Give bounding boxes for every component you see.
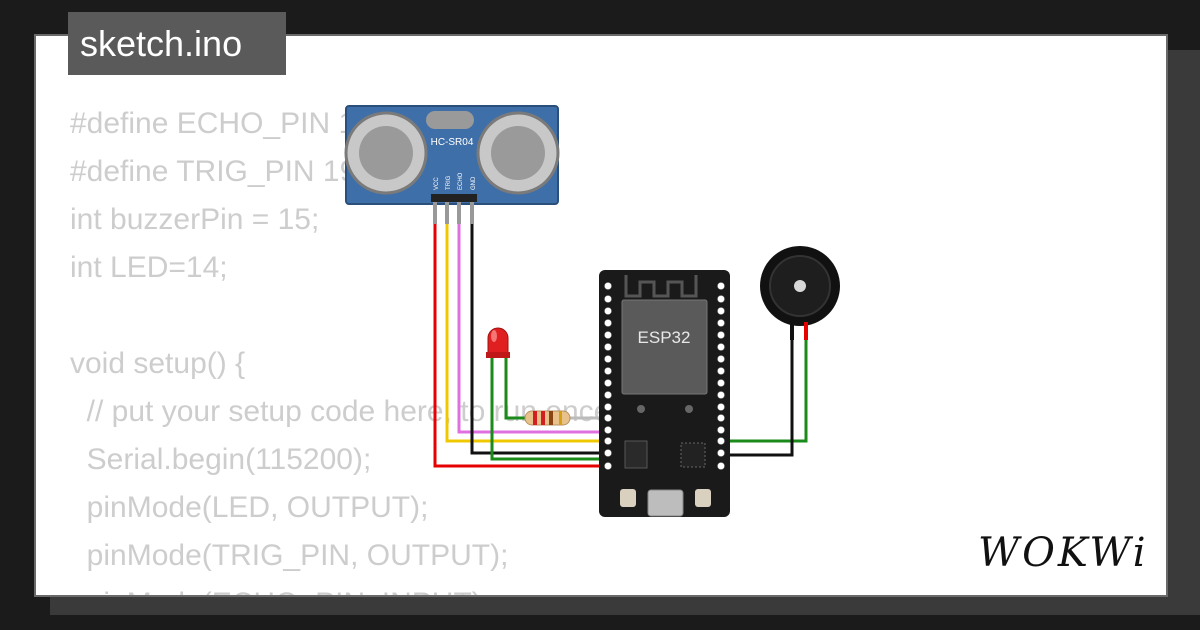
code-line: #define ECHO_PIN 18 <box>70 107 372 140</box>
wire-buzzer-black <box>726 323 794 457</box>
piezo-buzzer[interactable] <box>760 246 840 340</box>
sensor-pin-trig: TRIG <box>446 175 452 190</box>
left-header-pins <box>604 282 612 470</box>
sensor-pin-gnd: GND <box>471 176 477 190</box>
sensor-label: HC-SR04 <box>431 137 474 148</box>
wire-echo-pink <box>457 222 603 434</box>
sensor-pin-echo: ECHO <box>458 172 464 190</box>
right-header-pins <box>717 282 725 470</box>
wire-trig-yellow <box>445 222 603 443</box>
sensor-pin-vcc: VCC <box>434 177 440 190</box>
code-line: int LED=14; <box>70 251 228 284</box>
wire-vcc-red <box>433 222 603 468</box>
resistor[interactable] <box>524 410 571 426</box>
code-line: void setup() { <box>70 347 246 380</box>
code-line: // put your setup code here, to run once… <box>70 395 619 428</box>
file-name-tab[interactable]: sketch.ino <box>68 12 286 75</box>
code-line: Serial.begin(115200); <box>70 443 372 476</box>
wire-buzzer-green <box>726 323 808 443</box>
esp32-board[interactable]: ESP32 <box>599 270 730 517</box>
wires <box>433 222 808 468</box>
wire-led-resistor-green <box>504 358 525 420</box>
code-listing: #define ECHO_PIN 18 #define TRIG_PIN 19 … <box>70 100 619 595</box>
red-led[interactable] <box>486 327 510 358</box>
code-line: pinMode(TRIG_PIN, OUTPUT); <box>70 539 509 572</box>
code-line: pinMode(LED, OUTPUT); <box>70 491 429 524</box>
code-line: int buzzerPin = 15; <box>70 203 320 236</box>
wokwi-logo: WOKWi <box>978 530 1149 576</box>
wire-gnd-black <box>470 222 603 455</box>
code-line: pinMode(ECHO_PIN, INPUT); <box>70 580 619 595</box>
wire-led-green <box>490 358 603 461</box>
board-label: ESP32 <box>638 328 691 347</box>
ultrasonic-sensor[interactable]: HC-SR04 VCC TRIG ECHO GND <box>344 105 560 224</box>
